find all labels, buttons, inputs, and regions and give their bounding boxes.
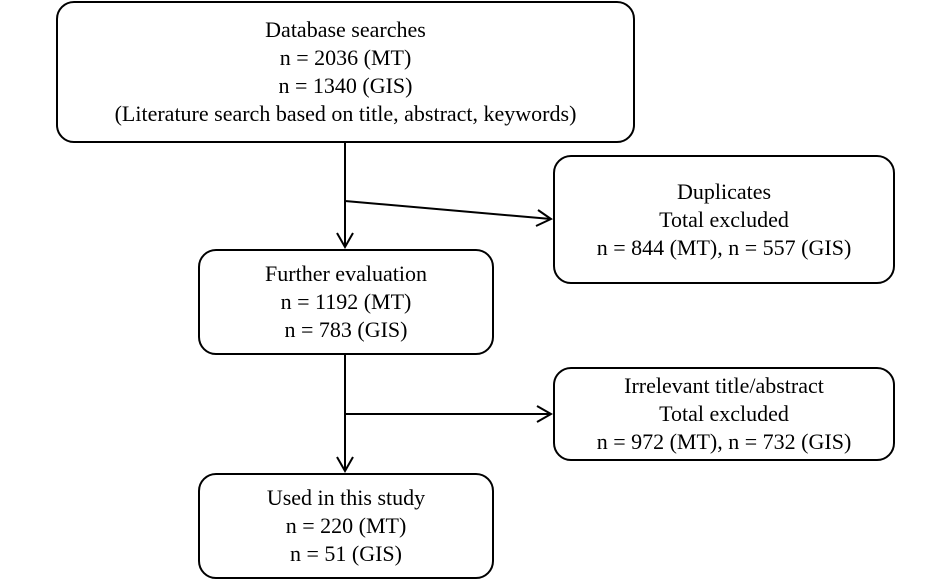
duplicates-title: Duplicates xyxy=(676,178,772,204)
used-in-study-title: Used in this study xyxy=(266,485,426,510)
duplicates-total-label: Total excluded xyxy=(659,206,789,232)
database-searches-title: Database searches xyxy=(265,17,426,42)
further-evaluation-mt-count: n = 1192 (MT) xyxy=(280,289,412,314)
used-in-study-mt-count: n = 220 (MT) xyxy=(285,513,407,538)
arrowhead-further xyxy=(336,232,354,250)
irrelevant-box: Irrelevant title/abstract Total excluded… xyxy=(553,367,895,461)
irrelevant-counts: n = 972 (MT), n = 732 (GIS) xyxy=(596,429,852,454)
used-in-study-gis-count: n = 51 (GIS) xyxy=(289,541,402,566)
used-in-study-box: Used in this study n = 220 (MT) n = 51 (… xyxy=(198,473,494,579)
duplicates-box: Duplicates Total excluded n = 844 (MT), … xyxy=(553,155,895,284)
irrelevant-title: Irrelevant title/abstract xyxy=(624,373,824,398)
arrowhead-duplicates xyxy=(535,209,554,227)
database-searches-note: (Literature search based on title, abstr… xyxy=(114,101,577,126)
arrowhead-irrelevant xyxy=(536,405,554,423)
further-evaluation-box: Further evaluation n = 1192 (MT) n = 783… xyxy=(198,249,494,355)
arrowhead-used xyxy=(336,456,354,474)
further-evaluation-gis-count: n = 783 (GIS) xyxy=(284,317,408,342)
database-searches-box: Database searches n = 2036 (MT) n = 1340… xyxy=(56,1,635,143)
irrelevant-total-label: Total excluded xyxy=(659,401,789,426)
database-searches-gis-count: n = 1340 (GIS) xyxy=(278,73,413,98)
database-searches-mt-count: n = 2036 (MT) xyxy=(279,45,412,70)
connector-to-duplicates xyxy=(344,200,552,220)
duplicates-counts: n = 844 (MT), n = 557 (GIS) xyxy=(596,234,852,260)
further-evaluation-title: Further evaluation xyxy=(265,261,427,286)
